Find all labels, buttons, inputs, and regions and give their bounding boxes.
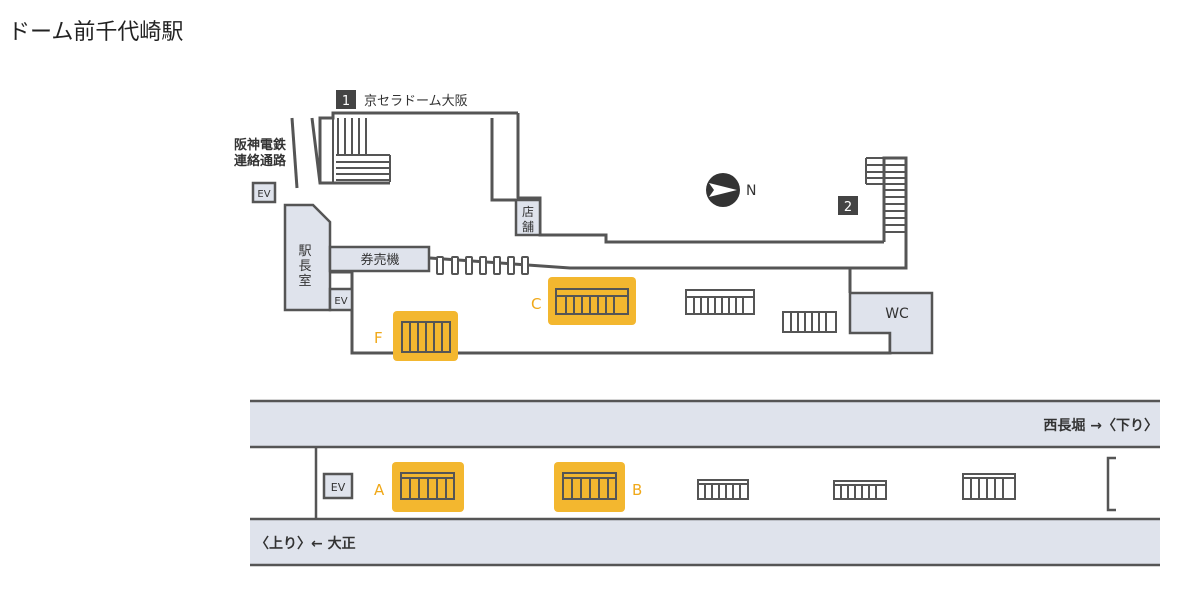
north-arrow-icon [706, 173, 740, 207]
stair-f-label: F [374, 329, 383, 347]
elevator-hanshin [251, 181, 277, 204]
exit-1-label: 京セラドーム大阪 [364, 94, 468, 109]
ticket-machine-area [328, 245, 431, 273]
stair-c-icon [555, 288, 629, 315]
stair-f-icon [401, 321, 451, 353]
track-upper [250, 399, 1160, 449]
concourse-stairs-2 [782, 311, 837, 333]
stair-c-highlight [548, 277, 636, 325]
shop-label-1: 店 [522, 205, 534, 219]
elevator-concourse-label: EV [334, 296, 347, 307]
shop [514, 198, 542, 237]
stair-a-icon [400, 472, 455, 500]
elevator-platform-label: EV [331, 481, 346, 494]
elevator-platform [322, 472, 354, 500]
stair-c-label: C [531, 295, 541, 313]
shop-label-2: 舗 [522, 220, 534, 234]
stair-a-label: A [374, 481, 385, 499]
station-office-label-3: 室 [298, 273, 311, 289]
platform-stairs-2 [833, 480, 887, 500]
track-lower [250, 517, 1160, 567]
exit-1-number: 1 [342, 94, 350, 109]
platform-stairs-3 [962, 473, 1016, 500]
exit-2-stairs [865, 157, 906, 233]
hanshin-link-label-1: 阪神電鉄 [234, 137, 286, 153]
exit-2-badge [838, 196, 858, 215]
station-office-label-2: 長 [298, 259, 311, 274]
wc-room [848, 291, 934, 355]
ticket-gates [436, 256, 529, 275]
concourse-stairs-1 [685, 289, 755, 315]
elevator-hanshin-label: EV [257, 189, 270, 200]
stair-b-icon [562, 472, 617, 500]
wc-label: WC [885, 306, 909, 322]
platform-stairs-1 [697, 479, 749, 500]
hanshin-link-label-2: 連絡通路 [234, 153, 287, 169]
track-lower-label: 〈上り〉← 大正 [255, 535, 356, 552]
ticket-machine-label: 券売機 [360, 252, 399, 268]
track-upper-label: 西長堀 →〈下り〉 [1043, 418, 1158, 434]
page-title: ドーム前千代崎駅 [8, 20, 184, 45]
stair-b-label: B [632, 481, 642, 499]
elevator-concourse [328, 287, 354, 312]
north-label: N [746, 183, 756, 199]
exit-2-number: 2 [844, 200, 852, 215]
exit-1-badge [336, 90, 356, 109]
station-office-label-1: 駅 [298, 244, 311, 259]
exit-1-stairs [332, 118, 391, 182]
platform-end-east [1106, 456, 1116, 512]
